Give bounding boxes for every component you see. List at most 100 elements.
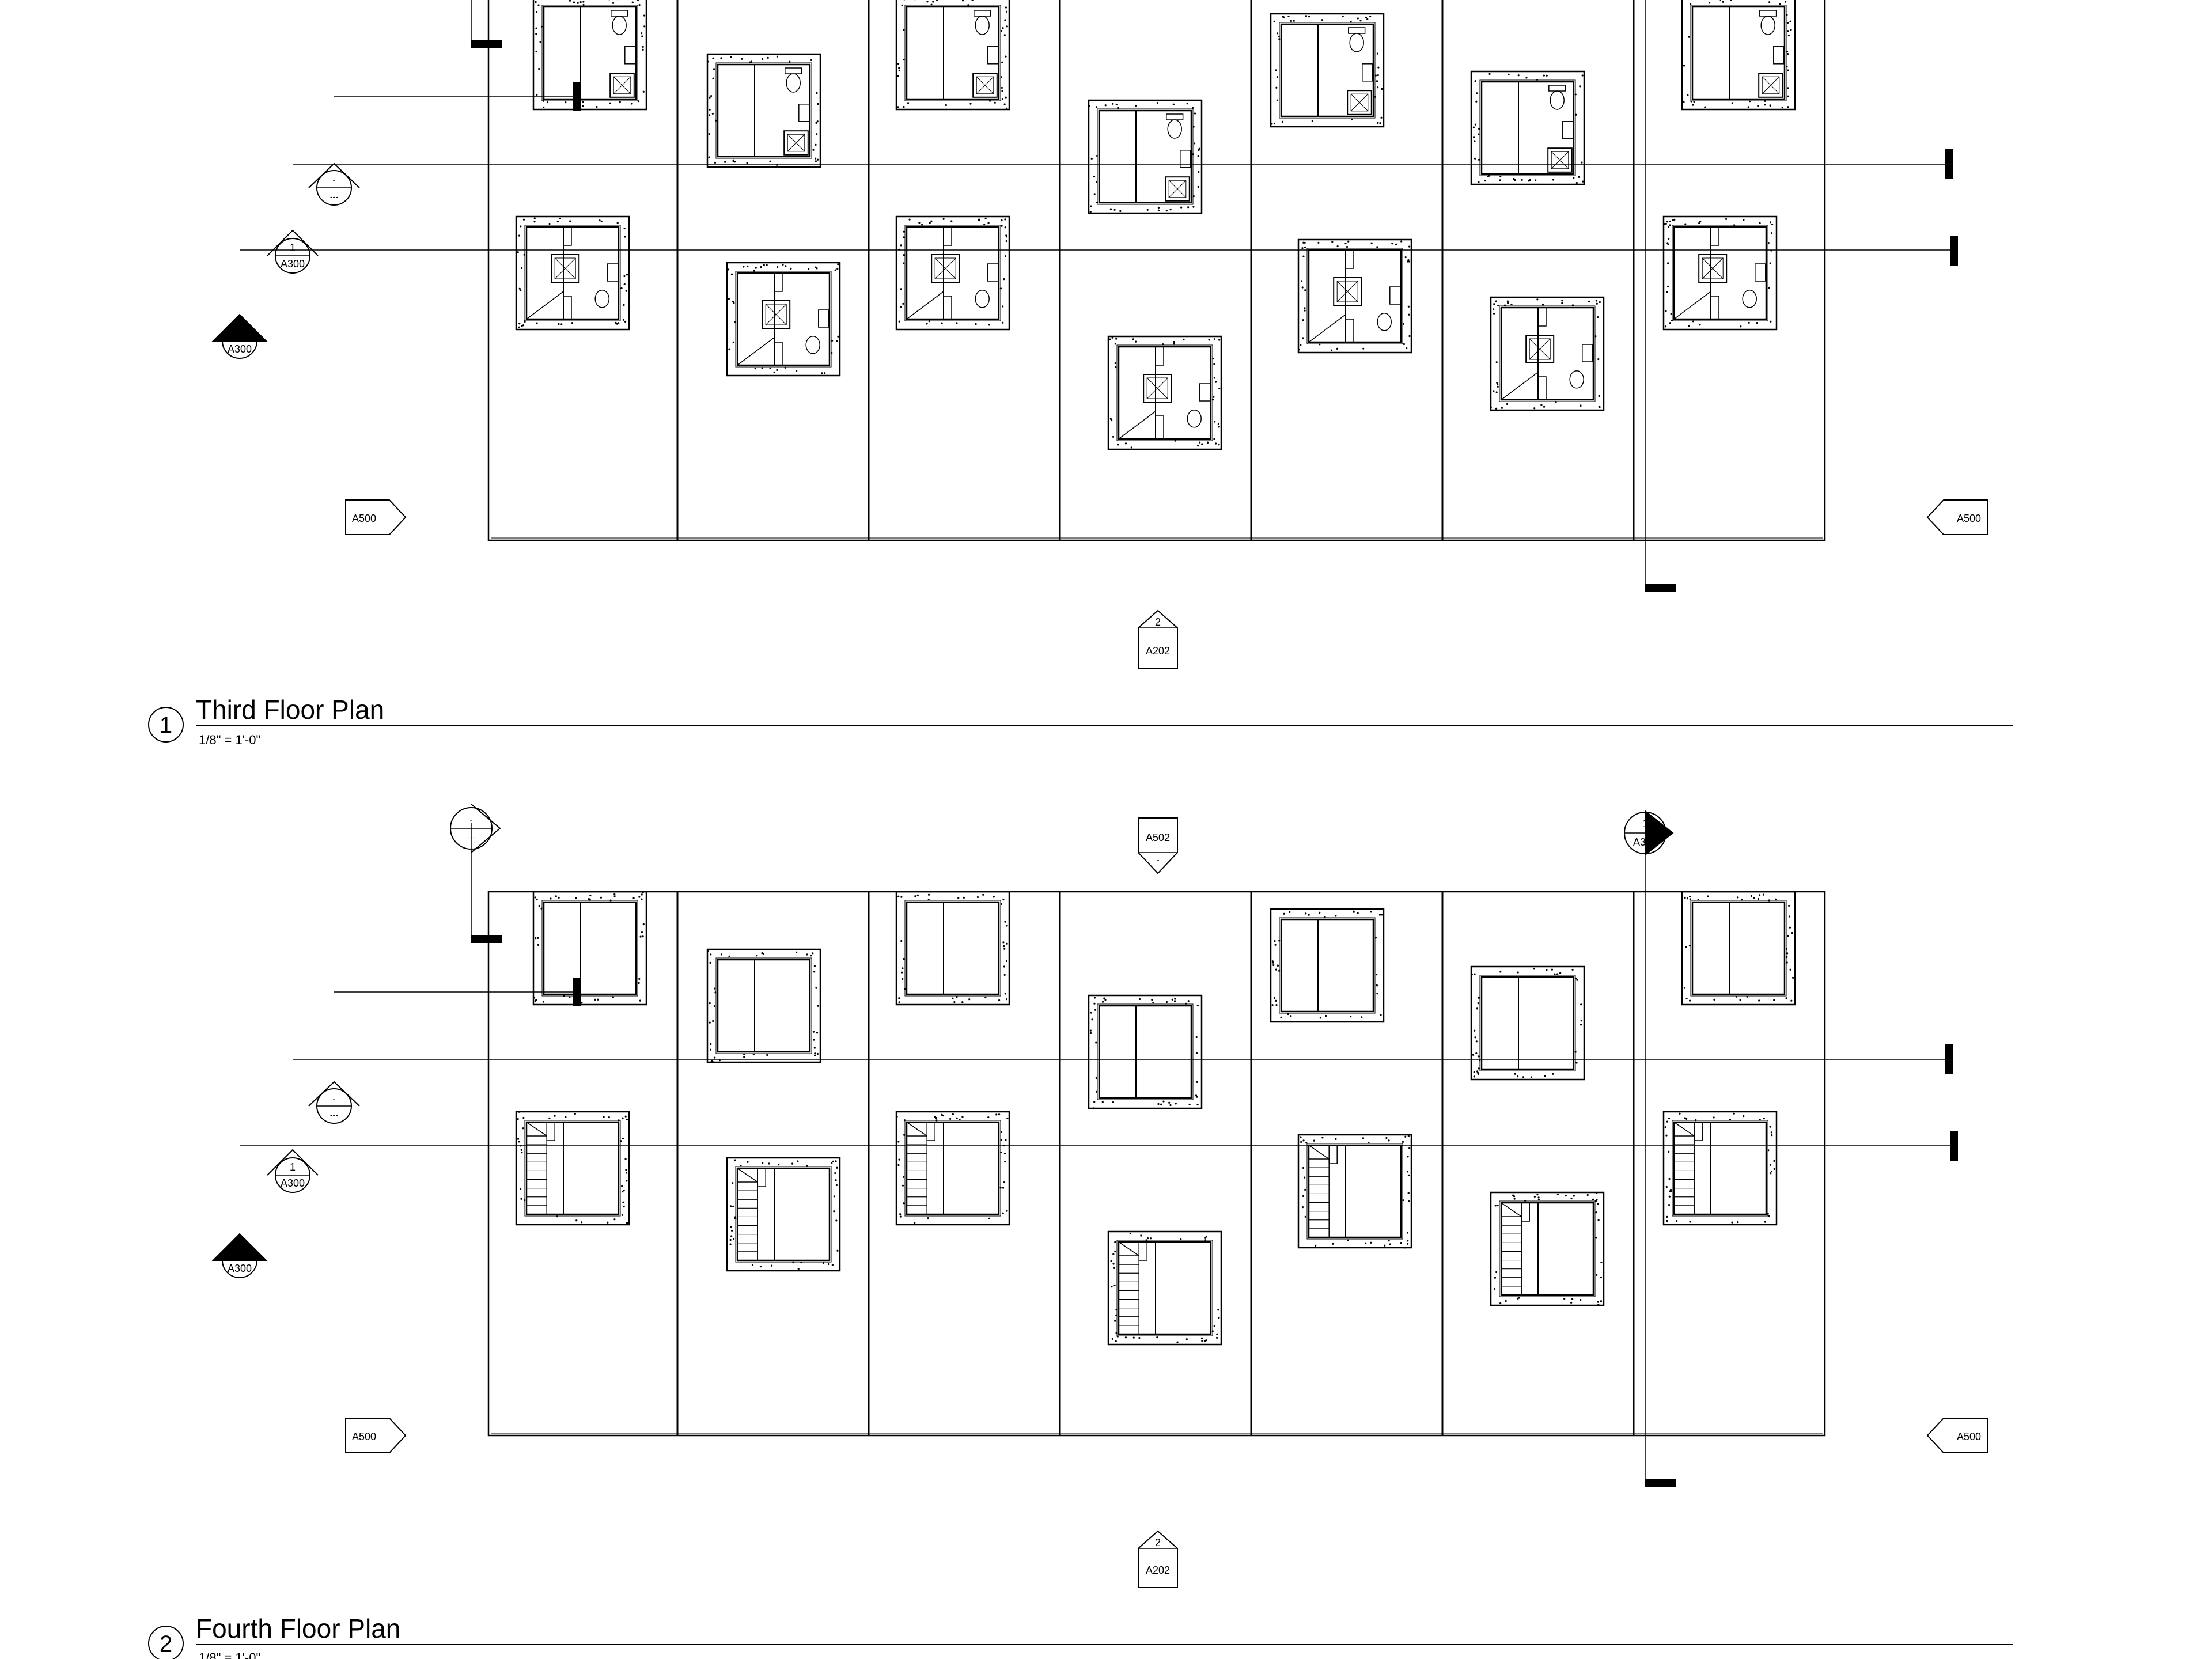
- concrete-speckle: [713, 68, 715, 70]
- concrete-speckle: [1770, 232, 1773, 234]
- concrete-speckle: [709, 108, 711, 111]
- concrete-speckle: [900, 288, 902, 290]
- concrete-speckle: [908, 218, 911, 221]
- concrete-speckle: [956, 1117, 958, 1119]
- concrete-speckle: [1477, 1073, 1480, 1075]
- concrete-speckle: [901, 4, 903, 6]
- concrete-speckle: [622, 1201, 624, 1203]
- concrete-speckle: [927, 899, 930, 901]
- concrete-speckle: [1378, 914, 1381, 916]
- concrete-speckle: [1331, 241, 1334, 243]
- concrete-speckle: [643, 14, 646, 17]
- shower-pan: [1529, 338, 1551, 360]
- concrete-speckle: [1400, 1242, 1402, 1244]
- concrete-speckle: [612, 996, 614, 998]
- concrete-speckle: [918, 221, 921, 224]
- concrete-speckle: [710, 95, 713, 97]
- concrete-speckle: [762, 953, 765, 955]
- concrete-speckle: [1195, 1052, 1198, 1054]
- concrete-speckle: [1781, 107, 1783, 109]
- concrete-speckle: [769, 367, 771, 370]
- shower-x: [934, 257, 956, 279]
- shower-pan: [787, 134, 805, 152]
- concrete-speckle: [1493, 312, 1495, 315]
- concrete-speckle: [902, 1184, 904, 1187]
- concrete-speckle: [1505, 1300, 1507, 1302]
- shower-icon: [1525, 335, 1555, 363]
- concrete-speckle: [1575, 1062, 1578, 1064]
- concrete-speckle: [1570, 1197, 1573, 1200]
- concrete-speckle: [709, 96, 711, 99]
- concrete-speckle: [1556, 1193, 1559, 1196]
- concrete-speckle: [1146, 209, 1149, 211]
- concrete-speckle: [976, 896, 979, 899]
- concrete-speckle: [753, 270, 755, 272]
- concrete-speckle: [709, 1021, 711, 1024]
- concrete-speckle: [1198, 171, 1200, 173]
- concrete-speckle: [1757, 898, 1760, 900]
- concrete-speckle: [817, 1005, 819, 1007]
- toilet-tank: [785, 67, 802, 74]
- concrete-speckle: [728, 348, 730, 350]
- sink-icon: [624, 46, 636, 65]
- concrete-speckle: [1579, 85, 1581, 88]
- concrete-speckle: [1111, 1285, 1113, 1288]
- concrete-speckle: [524, 320, 526, 322]
- concrete-speckle: [1201, 1339, 1203, 1342]
- concrete-speckle: [638, 4, 641, 6]
- concrete-speckle: [1109, 208, 1112, 210]
- module-inner-trim: [524, 1120, 621, 1217]
- concrete-speckle: [1004, 19, 1006, 21]
- concrete-speckle: [521, 267, 523, 270]
- view-scale: 1/8" = 1'-0": [199, 1650, 260, 1659]
- toilet-icon: [1187, 410, 1202, 428]
- concrete-speckle: [518, 1141, 520, 1143]
- concrete-speckle: [999, 287, 1002, 290]
- module-outer-wall: [1270, 908, 1385, 1023]
- concrete-speckle: [763, 264, 765, 266]
- shower-icon: [1547, 147, 1573, 173]
- concrete-speckle: [1113, 1284, 1116, 1287]
- stair-diagonal: [906, 1122, 927, 1137]
- module-inner-trim: [1690, 900, 1787, 997]
- concrete-speckle: [815, 160, 817, 162]
- concrete-speckle: [1111, 419, 1113, 422]
- empty-module: [1681, 891, 1796, 1006]
- svg-text:1: 1: [290, 1161, 296, 1173]
- concrete-speckle: [732, 1182, 734, 1184]
- concrete-speckle: [1472, 136, 1475, 138]
- concrete-speckle: [1499, 971, 1502, 973]
- wall-stub: [926, 1122, 935, 1141]
- concrete-speckle: [1595, 1192, 1598, 1194]
- concrete-speckle: [1005, 10, 1008, 13]
- concrete-speckle: [1669, 322, 1672, 324]
- shower-icon: [972, 73, 998, 98]
- third-bottom-elevation-tag: 2 A202: [1138, 609, 1178, 669]
- concrete-speckle: [1092, 1107, 1094, 1109]
- concrete-speckle: [1302, 255, 1305, 257]
- concrete-speckle: [618, 322, 620, 324]
- concrete-speckle: [752, 1053, 755, 1055]
- concrete-speckle: [930, 220, 933, 222]
- module-outer-wall: [532, 891, 647, 1006]
- concrete-speckle: [1769, 1164, 1772, 1166]
- concrete-speckle: [1004, 1160, 1006, 1163]
- concrete-speckle: [642, 892, 644, 894]
- concrete-speckle: [730, 1235, 733, 1237]
- concrete-speckle: [812, 1031, 815, 1033]
- concrete-speckle: [571, 321, 574, 324]
- concrete-speckle: [1768, 286, 1770, 289]
- concrete-speckle: [984, 996, 987, 999]
- concrete-speckle: [582, 105, 584, 107]
- stair-module: [895, 1111, 1010, 1226]
- svg-text:-: -: [332, 1094, 335, 1104]
- concrete-speckle: [897, 75, 899, 77]
- concrete-speckle: [949, 1118, 952, 1120]
- concrete-speckle: [626, 1222, 628, 1224]
- concrete-speckle: [620, 1140, 622, 1142]
- concrete-speckle: [797, 1160, 799, 1162]
- concrete-speckle: [816, 158, 819, 161]
- stair-module: [515, 1111, 630, 1226]
- concrete-speckle: [836, 1249, 839, 1252]
- concrete-speckle: [897, 1164, 900, 1166]
